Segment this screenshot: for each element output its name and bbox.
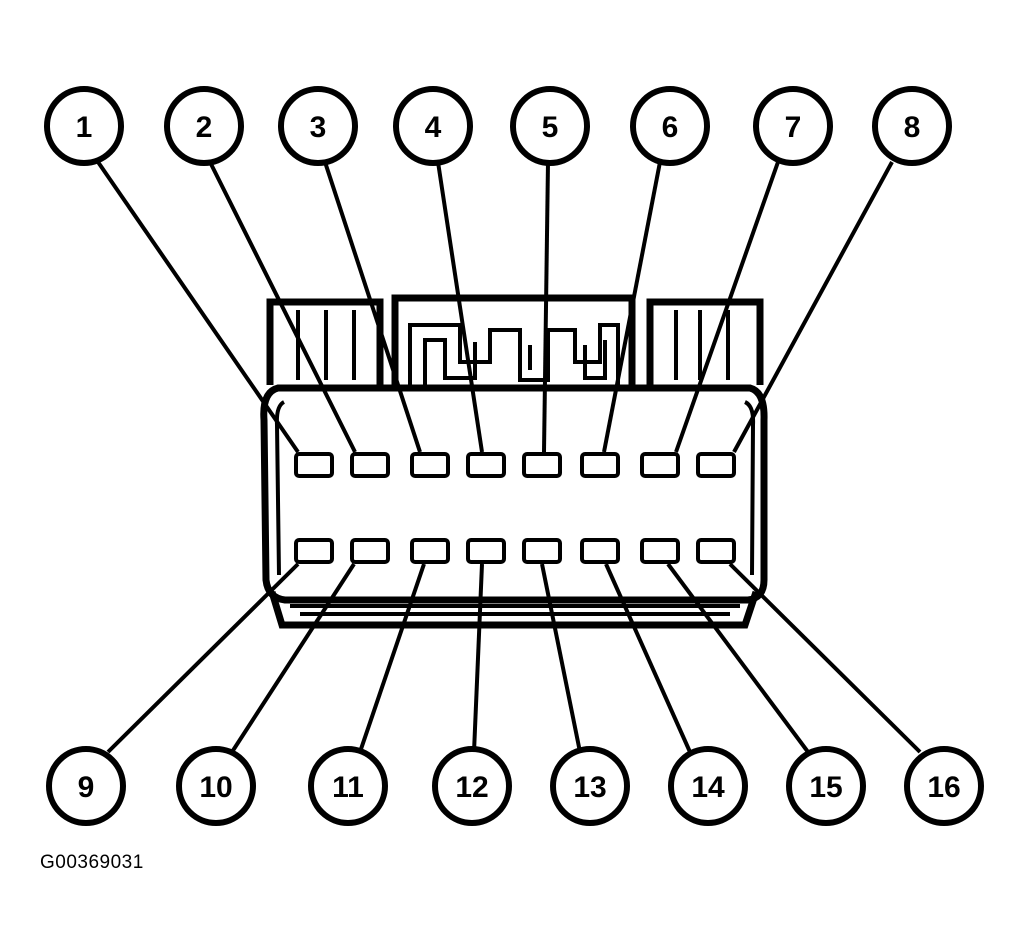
connector-rear-center-block <box>391 294 636 385</box>
callout-label-9: 9 <box>78 771 95 804</box>
callout-circle-8 <box>872 86 952 166</box>
leader-line-15 <box>666 562 810 754</box>
callout-circle-6 <box>630 86 710 166</box>
pin-cavity-2 <box>350 452 390 478</box>
connector-face <box>260 384 768 604</box>
callout-14: 14 <box>668 746 748 826</box>
connector-latch-inner <box>423 338 607 385</box>
callout-circle-3 <box>278 86 358 166</box>
figure-id: G00369031 <box>40 852 144 873</box>
callout-label-14: 14 <box>691 771 725 804</box>
callout-5: 5 <box>510 86 590 166</box>
leader-line-5 <box>542 161 550 453</box>
pin-cavity-15 <box>640 538 680 564</box>
callouts-top: 1 2 3 4 5 6 7 8 <box>44 86 952 166</box>
callout-label-16: 16 <box>927 771 960 804</box>
leader-lines-top <box>96 160 894 454</box>
leader-line-13 <box>540 563 582 753</box>
connector-rear-left-block <box>266 298 384 385</box>
pin-cavity-5 <box>522 452 562 478</box>
connector-latch <box>408 323 620 385</box>
leader-line-4 <box>436 161 484 453</box>
callout-circle-11 <box>308 746 388 826</box>
callout-13: 13 <box>550 746 630 826</box>
callout-9: 9 <box>46 746 126 826</box>
callout-circle-4 <box>393 86 473 166</box>
callout-1: 1 <box>44 86 124 166</box>
pin-cavity-12 <box>466 538 506 564</box>
callout-label-1: 1 <box>76 111 93 144</box>
callout-label-2: 2 <box>196 111 213 144</box>
callout-circle-15 <box>786 746 866 826</box>
pin-cavity-11 <box>410 538 450 564</box>
leader-line-10 <box>230 562 356 754</box>
callout-11: 11 <box>308 746 388 826</box>
leader-line-12 <box>472 563 484 753</box>
callout-circle-13 <box>550 746 630 826</box>
pin-cavities <box>294 452 736 564</box>
leader-line-3 <box>323 161 422 453</box>
leader-line-1 <box>96 160 300 454</box>
callout-label-5: 5 <box>542 111 559 144</box>
callout-label-6: 6 <box>662 111 679 144</box>
pin-cavity-6 <box>580 452 620 478</box>
leader-line-8 <box>732 161 894 453</box>
connector-rear-right-ribs <box>674 310 730 380</box>
pin-cavity-16 <box>696 538 736 564</box>
callout-circle-16 <box>904 746 984 826</box>
callout-4: 4 <box>393 86 473 166</box>
callouts-bottom: 9 10 11 12 13 14 15 16 <box>46 746 984 826</box>
pin-cavity-10 <box>350 538 390 564</box>
callout-label-11: 11 <box>332 771 364 804</box>
callout-label-4: 4 <box>425 111 442 144</box>
connector-face-inner-edge <box>274 400 756 576</box>
callout-label-7: 7 <box>785 111 802 144</box>
callout-circle-9 <box>46 746 126 826</box>
callout-3: 3 <box>278 86 358 166</box>
callout-7: 7 <box>753 86 833 166</box>
pin-cavity-1 <box>294 452 334 478</box>
leader-line-11 <box>358 563 426 753</box>
callout-circle-7 <box>753 86 833 166</box>
callout-label-8: 8 <box>904 111 921 144</box>
callout-circle-2 <box>164 86 244 166</box>
leader-line-16 <box>728 562 922 754</box>
callout-12: 12 <box>432 746 512 826</box>
callout-label-13: 13 <box>573 771 606 804</box>
callout-circle-12 <box>432 746 512 826</box>
leader-line-7 <box>674 161 780 453</box>
callout-15: 15 <box>786 746 866 826</box>
pin-cavity-9 <box>294 538 334 564</box>
callout-2: 2 <box>164 86 244 166</box>
callout-label-10: 10 <box>199 771 232 804</box>
callout-circle-5 <box>510 86 590 166</box>
callout-circle-14 <box>668 746 748 826</box>
connector-body <box>260 294 768 629</box>
pin-cavity-14 <box>580 538 620 564</box>
callout-16: 16 <box>904 746 984 826</box>
callout-label-15: 15 <box>809 771 842 804</box>
pin-cavity-4 <box>466 452 506 478</box>
leader-line-6 <box>602 161 662 453</box>
pin-cavity-3 <box>410 452 450 478</box>
connector-rear-left-ribs <box>296 310 356 380</box>
leader-line-14 <box>604 563 692 753</box>
callout-label-12: 12 <box>455 771 488 804</box>
connector-skirt-lines <box>290 604 740 616</box>
pin-cavity-13 <box>522 538 562 564</box>
callout-label-3: 3 <box>310 111 327 144</box>
leader-line-2 <box>208 161 357 453</box>
callout-circle-10 <box>176 746 256 826</box>
callout-6: 6 <box>630 86 710 166</box>
callout-8: 8 <box>872 86 952 166</box>
callout-10: 10 <box>176 746 256 826</box>
connector-skirt <box>268 590 760 629</box>
leader-line-9 <box>106 562 300 754</box>
callout-circle-1 <box>44 86 124 166</box>
pin-cavity-7 <box>640 452 680 478</box>
pin-cavity-8 <box>696 452 736 478</box>
leader-lines-bottom <box>106 562 922 754</box>
connector-rear-right-block <box>646 298 764 385</box>
